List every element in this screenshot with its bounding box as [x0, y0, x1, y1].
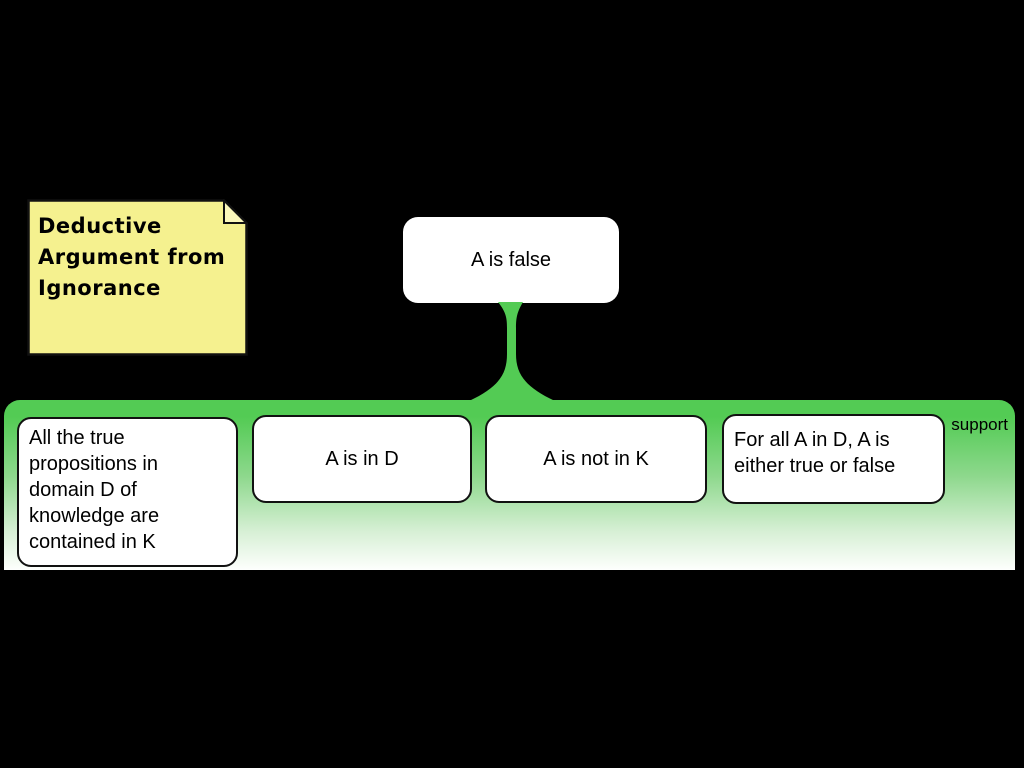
sticky-note: Deductive Argument from Ignorance — [27, 199, 248, 356]
conclusion-label: A is false — [470, 248, 552, 271]
note-fold-corner — [223, 199, 248, 224]
sticky-note-shape — [27, 199, 248, 356]
premise-box-3: A is not in K — [485, 415, 707, 503]
sticky-note-text: Deductive Argument from Ignorance — [38, 211, 233, 304]
premise-text: For all A in D, A is either true or fals… — [734, 429, 896, 477]
premise-text: A is in D — [325, 448, 399, 470]
premise-text: All the true propositions in domain D of… — [29, 427, 160, 553]
premise-text: A is not in K — [543, 448, 649, 470]
note-line: Ignorance — [38, 276, 161, 300]
support-label: support — [951, 415, 1008, 434]
support-connector — [469, 302, 555, 401]
support-band: All the true propositions in domain D of… — [4, 400, 1015, 570]
premise-box-2: A is in D — [252, 415, 472, 503]
note-line: Deductive — [38, 214, 162, 238]
note-line: Argument from — [38, 245, 226, 269]
premise-box-1: All the true propositions in domain D of… — [17, 417, 238, 567]
conclusion-box: A is false — [403, 217, 619, 303]
premise-box-4: For all A in D, A is either true or fals… — [722, 414, 945, 504]
